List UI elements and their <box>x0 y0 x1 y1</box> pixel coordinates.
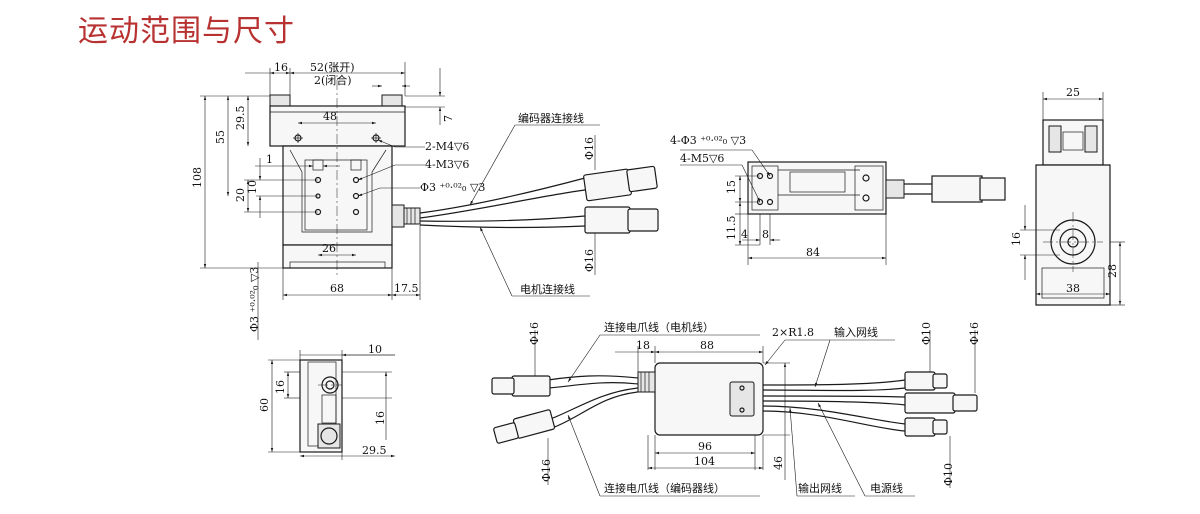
dim-84: 84 <box>806 246 820 259</box>
motor-cable <box>419 215 586 222</box>
dim-28: 28 <box>1106 264 1119 278</box>
cable-gland <box>391 204 405 228</box>
controller-box <box>654 362 764 436</box>
encoder-cable <box>419 177 586 214</box>
label-input-net: 输入网线 <box>834 325 878 339</box>
dim-phi16-bottom: Φ16 <box>583 249 596 272</box>
dim-96: 96 <box>698 440 712 453</box>
callout-m4: 2-M4▽6 <box>425 140 469 153</box>
dim-phi16-left-bottom: Φ16 <box>540 459 553 482</box>
label-motor-cable: 电机连接线 <box>520 282 575 296</box>
dim-20: 20 <box>234 188 247 202</box>
label-output-net: 输出网线 <box>798 481 842 495</box>
dim-88: 88 <box>700 339 714 352</box>
motor-connector <box>584 206 631 234</box>
controller-input-net <box>762 379 906 386</box>
left-connector-top <box>511 375 551 397</box>
jaw-plate <box>269 105 406 147</box>
gripper-base <box>282 244 393 269</box>
top-view: 10 60 16 16 29.5 <box>258 343 395 460</box>
label-controller-motor: 连接电爪线（电机线） <box>604 320 714 334</box>
dim-18: 18 <box>636 339 650 352</box>
dim-108: 108 <box>191 167 204 188</box>
left-connector-bottom <box>512 409 556 439</box>
side-view: 84 15 11.5 4 8 4-Φ3 ⁺⁰·⁰²₀ ▽3 4-M5▽6 <box>670 134 1006 265</box>
label-controller-encoder: 连接电爪线（编码器线） <box>604 481 725 495</box>
controller-power <box>762 395 906 398</box>
dim-29-5-top: 29.5 <box>362 444 387 457</box>
dim-r: 2×R1.8 <box>772 326 814 339</box>
dim-60: 60 <box>258 398 271 412</box>
side-gland <box>885 179 905 199</box>
right-finger <box>381 94 403 108</box>
dim-16: 16 <box>274 61 288 74</box>
label-power: 电源线 <box>870 481 903 495</box>
callout-phi3-side: 4-Φ3 ⁺⁰·⁰²₀ ▽3 <box>670 134 746 147</box>
callout-m3: 4-M3▽6 <box>425 158 469 171</box>
dim-52: 52(张开) <box>310 61 355 74</box>
controller-encoder-cable <box>547 387 639 421</box>
dim-8: 8 <box>762 228 769 241</box>
controller-view: 18 88 2×R1.8 96 104 46 Φ16 Φ16 Φ10 Φ16 Φ… <box>491 320 981 497</box>
dim-26: 26 <box>322 242 336 255</box>
dim-phi10-top: Φ10 <box>920 322 933 345</box>
dim-1: 1 <box>266 153 273 166</box>
callout-m5: 4-M5▽6 <box>680 152 724 165</box>
front-view: 16 52(张开) 2(闭合) 7 48 29.5 55 108 20 10 1… <box>191 61 659 340</box>
dim-phi16-right: Φ16 <box>968 322 981 345</box>
dim-104: 104 <box>694 455 715 468</box>
left-finger <box>269 94 291 108</box>
dim-phi10-bottom: Φ10 <box>942 463 955 486</box>
callout-phi3: Φ3 ⁺⁰·⁰²₀ ▽3 <box>420 181 485 194</box>
dim-phi3-bottom: Φ3 ⁺⁰·⁰²₀ ▽3 <box>248 267 261 332</box>
right-connector-2 <box>904 392 956 414</box>
label-encoder-cable: 编码器连接线 <box>518 111 584 125</box>
dim-38: 38 <box>1066 282 1080 295</box>
dim-17-5: 17.5 <box>394 282 419 295</box>
controller-output-net <box>762 405 906 425</box>
dim-55: 55 <box>214 130 227 144</box>
page-title: 运动范围与尺寸 <box>78 14 295 49</box>
dim-2: 2(闭合) <box>314 73 352 87</box>
dim-16-top-a: 16 <box>274 380 287 394</box>
dim-10-top: 10 <box>368 343 382 356</box>
dim-phi16-top: Φ16 <box>583 137 596 160</box>
dim-68: 68 <box>330 282 344 295</box>
dim-46: 46 <box>772 456 785 470</box>
dim-25: 25 <box>1066 86 1080 99</box>
dim-15: 15 <box>725 180 738 194</box>
dim-16-end: 16 <box>1010 232 1023 246</box>
dim-phi16-left-top: Φ16 <box>528 322 541 345</box>
right-connector-1 <box>904 371 936 391</box>
dim-10: 10 <box>246 180 259 194</box>
dim-29-5: 29.5 <box>234 106 247 131</box>
dim-16-top-b: 16 <box>374 411 387 425</box>
right-connector-3 <box>904 417 936 437</box>
encoder-connector <box>583 168 632 202</box>
end-view: 25 16 28 38 <box>1010 86 1125 306</box>
dim-7: 7 <box>442 115 455 122</box>
dim-48: 48 <box>323 110 337 123</box>
side-connector <box>931 175 983 203</box>
dim-11-5: 11.5 <box>725 216 738 241</box>
controller-motor-cable <box>547 375 639 381</box>
dim-4: 4 <box>741 228 748 241</box>
